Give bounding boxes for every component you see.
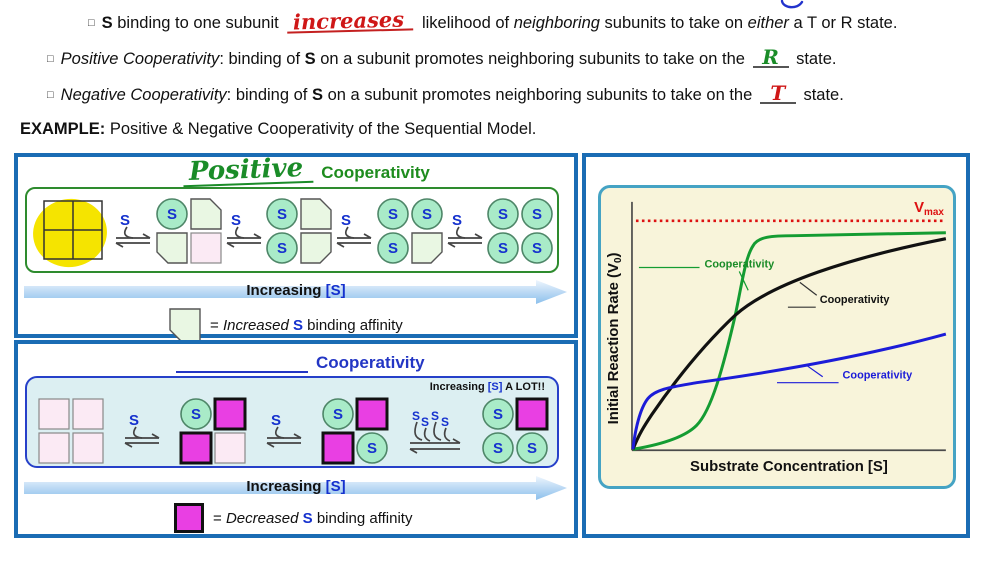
positive-legend: = Increased S binding affinity xyxy=(168,307,403,343)
tetramer-stage-2S: S S xyxy=(266,198,332,264)
tetramer-stage-4S: S S S S xyxy=(487,198,553,264)
s-substrate-label: S xyxy=(421,415,429,429)
equilibrium-arrow: S xyxy=(447,212,483,248)
positive-stages-box: S S S xyxy=(25,187,559,273)
equilibrium-arrow: S xyxy=(266,412,302,448)
s-substrate-label: S xyxy=(421,206,431,223)
s-substrate-label: S xyxy=(387,206,397,223)
s-substrate-label: S xyxy=(277,240,287,257)
s-substrate-label: S xyxy=(120,212,130,229)
decreased-affinity-square-icon xyxy=(174,503,204,533)
negative-title-blank xyxy=(176,371,308,373)
graph-plot-area: Vmax Cooperativity Cooperativity Coopera… xyxy=(598,185,956,489)
handwritten-increases: increases xyxy=(287,7,414,34)
negative-curve-label: Cooperativity xyxy=(843,370,913,382)
s-substrate-label: S xyxy=(452,212,462,229)
graph-panel: Vmax Cooperativity Cooperativity Coopera… xyxy=(582,153,970,538)
tetramer-stage-1S: S xyxy=(155,198,222,264)
negative-panel-title: Cooperativity xyxy=(316,353,425,372)
equilibrium-arrow-many-s: S S S S xyxy=(409,409,461,454)
example-line: EXAMPLE: Positive & Negative Cooperativi… xyxy=(20,120,537,138)
note-line-2: □Positive Cooperativity: binding of S on… xyxy=(47,45,837,69)
increasing-s-text: Increasing [S] xyxy=(246,282,346,299)
bullet-square-icon: □ xyxy=(47,89,54,101)
negative-cooperativity-panel: Cooperativity Increasing [S] A LOT!! S xyxy=(14,340,578,538)
s-substrate-label: S xyxy=(341,212,351,229)
increased-affinity-shape-icon xyxy=(169,308,201,342)
s-substrate-label: S xyxy=(498,206,508,223)
equilibrium-arrow: S xyxy=(124,412,160,448)
none-curve-label: Cooperativity xyxy=(820,294,890,306)
vmax-label: Vmax xyxy=(914,200,944,218)
s-substrate-label: S xyxy=(493,440,503,457)
s-substrate-label: S xyxy=(532,240,542,257)
y-axis-label: Initial Reaction Rate (V0) xyxy=(606,253,624,425)
equilibrium-arrow: S xyxy=(115,212,151,248)
s-substrate-label: S xyxy=(367,440,377,457)
bold-s: S xyxy=(101,14,113,32)
s-substrate-label: S xyxy=(271,412,281,429)
increasing-s-text: Increasing [S] xyxy=(246,478,346,495)
equilibrium-arrow: S xyxy=(336,212,372,248)
s-substrate-label: S xyxy=(431,409,439,423)
s-substrate-label: S xyxy=(277,206,287,223)
note-line-1: □S binding to one subunit increases like… xyxy=(88,6,898,35)
increasing-s-a-lot-label: Increasing [S] A LOT!! xyxy=(429,381,545,393)
none-label-pointer xyxy=(799,281,818,296)
s-substrate-label: S xyxy=(231,212,241,229)
positive-cooperativity-curve xyxy=(632,231,946,451)
s-substrate-label: S xyxy=(191,406,201,423)
s-substrate-label: S xyxy=(387,240,397,257)
positive-curve-label: Cooperativity xyxy=(704,258,774,270)
increasing-s-arrow: Increasing [S] xyxy=(24,279,568,305)
s-substrate-label: S xyxy=(129,412,139,429)
s-substrate-label: S xyxy=(333,406,343,423)
negative-legend: = Decreased S binding affinity xyxy=(173,502,412,534)
increasing-s-arrow: Increasing [S] xyxy=(24,475,568,501)
handwritten-R: R xyxy=(752,47,789,68)
s-substrate-label: S xyxy=(166,206,176,223)
bullet-square-icon: □ xyxy=(47,53,54,65)
handwriting-fragment-blue xyxy=(780,0,804,9)
s-substrate-label: S xyxy=(493,406,503,423)
s-substrate-label: S xyxy=(441,415,449,429)
tetramer-stage-all-T-highlighted xyxy=(33,198,107,268)
tetramer-stage-3S-decreased: S S S xyxy=(482,397,549,464)
s-substrate-label: S xyxy=(527,440,537,457)
bullet-square-icon: □ xyxy=(88,17,95,29)
x-axis-label: Substrate Concentration [S] xyxy=(690,459,888,475)
no-cooperativity-curve xyxy=(631,237,947,450)
negative-stages-box: Increasing [S] A LOT!! S xyxy=(25,376,559,468)
s-substrate-label: S xyxy=(498,240,508,257)
tetramer-stage-all-T xyxy=(38,398,104,464)
tetramer-stage-1S-decreased: S xyxy=(179,397,247,465)
example-label: EXAMPLE: xyxy=(20,120,106,138)
handwritten-T: T xyxy=(759,83,796,104)
yellow-highlight xyxy=(33,198,107,268)
tetramer-stage-2S-decreased: S S xyxy=(321,397,389,465)
negative-label-pointer xyxy=(805,364,824,378)
positive-label-pointer xyxy=(738,271,749,291)
negative-cooperativity-curve xyxy=(631,332,947,450)
tetramer-stage-3S: S S S xyxy=(376,198,443,264)
cooperativity-chart: Vmax Cooperativity Cooperativity Coopera… xyxy=(606,200,947,475)
equilibrium-arrow: S xyxy=(226,212,262,248)
s-substrate-label: S xyxy=(532,206,542,223)
s-substrate-label: S xyxy=(412,409,420,423)
note-line-3: □Negative Cooperativity: binding of S on… xyxy=(47,81,844,105)
handwritten-positive: Positive xyxy=(182,153,314,188)
